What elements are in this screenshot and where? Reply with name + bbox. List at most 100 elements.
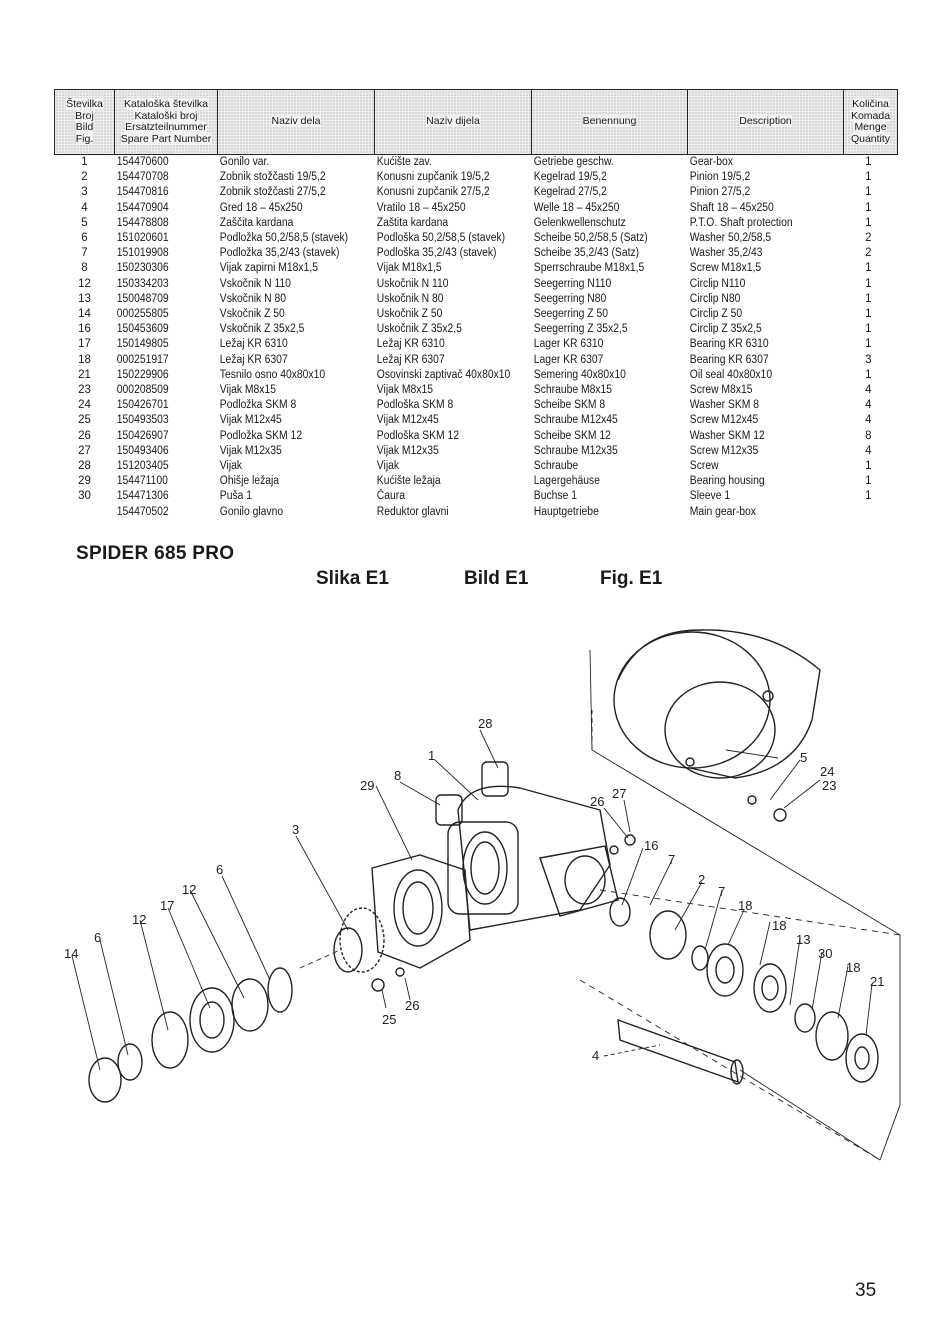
cell-sl: Vskočnik Z 35x2,5 xyxy=(219,323,304,336)
cell-hr: Podloška 50,2/58,5 (stavek) xyxy=(376,232,505,245)
cell-part: 150493406 xyxy=(116,444,169,457)
callout-16: 16 xyxy=(644,838,658,853)
cell-part: 000251917 xyxy=(116,353,169,366)
cell-sl: Zobnik stožčasti 27/5,2 xyxy=(219,186,326,199)
cell-sl: Vskočnik N 110 xyxy=(219,277,291,290)
callout-27: 27 xyxy=(612,786,626,801)
callout-18-c: 18 xyxy=(846,960,860,975)
cell-sl: Vskočnik Z 50 xyxy=(219,308,285,321)
cell-sl: Gonilo var. xyxy=(219,156,269,168)
cell-fig: 2 xyxy=(81,171,88,184)
cell-part: 154470502 xyxy=(116,505,169,518)
cell-de: Seegerring N110 xyxy=(533,277,611,290)
bearing-housing xyxy=(371,854,471,969)
cell-part: 154470904 xyxy=(116,201,169,214)
cell-qty: 1 xyxy=(865,475,872,488)
column-header-line: Bild xyxy=(75,121,94,133)
cell-hr: Podloška SKM 8 xyxy=(376,399,453,412)
cell-hr: Konusni zupčanik 27/5,2 xyxy=(376,186,490,199)
cell-sl: Ležaj KR 6310 xyxy=(219,338,288,351)
cell-de: Seegerring Z 35x2,5 xyxy=(533,323,628,336)
cell-sl: Vijak xyxy=(219,460,242,473)
figure-label-en: Fig. E1 xyxy=(600,568,663,589)
cell-fig: 28 xyxy=(78,460,91,473)
cell-sl: Ležaj KR 6307 xyxy=(219,353,288,366)
callout-14: 14 xyxy=(64,946,78,961)
cell-de: Getriebe geschw. xyxy=(533,156,614,168)
cell-part: 150149805 xyxy=(116,338,169,351)
cell-en: Main gear-box xyxy=(689,505,756,518)
cell-part: 154470708 xyxy=(116,171,169,184)
callout-24: 24 xyxy=(820,764,834,779)
cell-fig: 4 xyxy=(81,201,88,214)
left-bearing-stack xyxy=(88,967,293,1103)
cell-hr: Vijak M12x45 xyxy=(376,414,439,427)
cell-fig: 13 xyxy=(78,292,91,305)
cell-part: 154471306 xyxy=(116,490,169,503)
cell-de: Buchse 1 xyxy=(533,490,577,503)
column-header-line: Fig. xyxy=(75,132,94,145)
model-title: SPIDER 685 PRO xyxy=(76,543,235,564)
cell-hr: Vijak M18x1,5 xyxy=(376,262,442,275)
column-header-line: Benennung xyxy=(582,115,637,128)
cell-en: Circlip Z 50 xyxy=(689,308,742,321)
callout-7-b: 7 xyxy=(718,884,725,899)
cell-de: Schraube M8x15 xyxy=(533,384,612,397)
cell-part: 154470816 xyxy=(116,186,169,199)
cell-qty: 1 xyxy=(865,156,872,168)
cell-part: 150453609 xyxy=(116,323,169,336)
cell-de: Schraube xyxy=(533,460,578,473)
cell-fig: 3 xyxy=(81,186,88,199)
cell-sl: Gred 18 – 45x250 xyxy=(219,201,303,214)
cell-hr: Vijak xyxy=(376,460,399,473)
cell-en: Screw M18x1,5 xyxy=(689,262,761,275)
cell-en: Pinion 27/5,2 xyxy=(689,186,750,199)
callout-26-b: 26 xyxy=(590,794,604,809)
cell-part: 154478808 xyxy=(116,216,169,229)
callout-28: 28 xyxy=(478,716,492,731)
callout-18: 18 xyxy=(738,898,752,913)
column-header-line: Naziv dijela xyxy=(426,115,480,128)
cell-de: Kegelrad 19/5,2 xyxy=(533,171,607,184)
cell-qty: 1 xyxy=(865,490,872,503)
cell-part: 000255805 xyxy=(116,308,169,321)
cell-en: Pinion 19/5,2 xyxy=(689,171,750,184)
column-header-5: Description xyxy=(687,89,844,155)
cell-sl: Podložka SKM 12 xyxy=(219,429,302,442)
cell-de: Seegerring Z 50 xyxy=(533,308,608,321)
cell-de: Lager KR 6310 xyxy=(533,338,603,351)
column-header-line: Komada xyxy=(850,109,891,122)
column-header-line: Kataloška številka xyxy=(123,98,209,110)
cell-en: Bearing housing xyxy=(689,475,765,488)
cell-de: Lagergehäuse xyxy=(533,475,600,488)
cell-fig: 7 xyxy=(81,247,88,260)
cell-de: Gelenkwellenschutz xyxy=(533,216,626,229)
cell-de: Scheibe SKM 8 xyxy=(533,399,605,412)
callout-12-b: 12 xyxy=(132,912,146,927)
cell-sl: Vijak M12x45 xyxy=(219,414,282,427)
callout-30: 30 xyxy=(818,946,832,961)
cell-de: Schraube M12x35 xyxy=(533,444,618,457)
cell-part: 000208509 xyxy=(116,384,169,397)
cell-part: 154471100 xyxy=(116,475,168,488)
callout-18-b: 18 xyxy=(772,918,786,933)
cell-part: 154470600 xyxy=(116,156,169,168)
cell-en: Circlip N110 xyxy=(689,277,745,290)
cell-fig: 5 xyxy=(81,216,88,229)
cell-part: 150426907 xyxy=(116,429,169,442)
cell-en: Washer 35,2/43 xyxy=(689,247,762,260)
cell-hr: Zaštita kardana xyxy=(376,216,448,229)
cell-sl: Gonilo glavno xyxy=(219,505,283,518)
gearbox-housing xyxy=(447,785,619,931)
cell-hr: Uskočnik Z 35x2,5 xyxy=(376,323,462,336)
callout-2: 2 xyxy=(698,872,705,887)
